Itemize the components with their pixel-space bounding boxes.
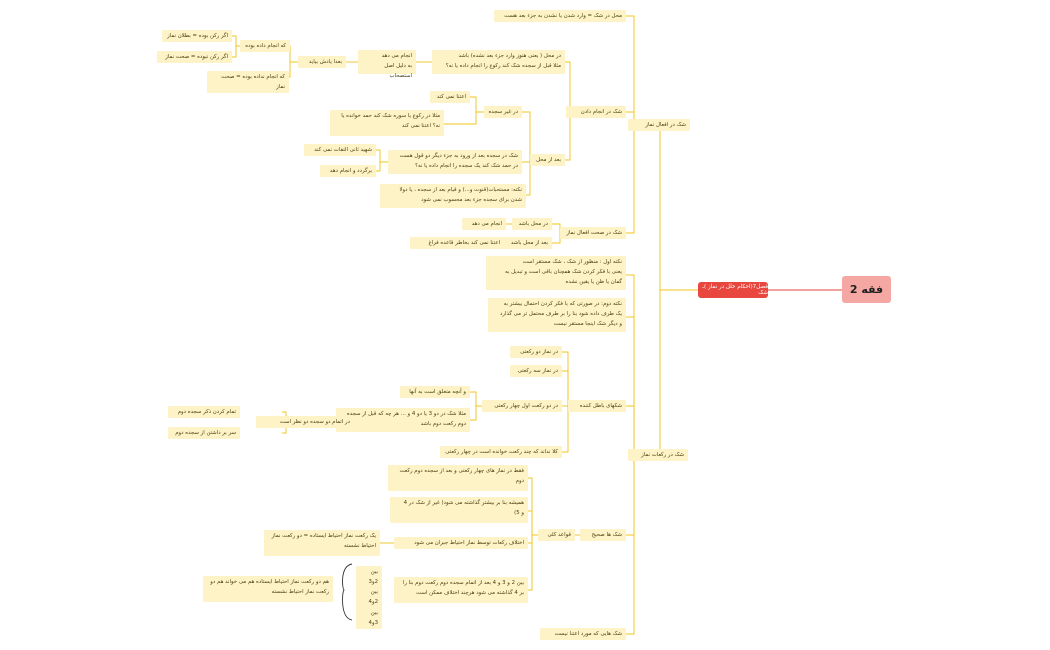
node-b2c3[interactable]: در دو رکعت اول چهار رکعتی: [482, 400, 562, 412]
node-b1c2[interactable]: بعد از محل باشد: [504, 237, 552, 249]
node-b1b1[interactable]: در محل ( یعنی هنوز وارد جزء بعد نشده) با…: [432, 50, 565, 74]
node-b2d1d[interactable]: بین 2 و 3 و 4 بعد از اتمام سجده دوم رکعت…: [394, 577, 528, 603]
node-b2d1c[interactable]: اختلاف رکعات توسط نماز احتیاط جبران می ش…: [394, 537, 528, 549]
node-b1b2b1[interactable]: شهید ثانی التفات نمی کند: [304, 144, 376, 156]
node-b2e[interactable]: شک هایی که مورد اعتنا نیست: [540, 628, 626, 640]
node-b2d1c1[interactable]: یک رکعت نماز احتیاط ایستاده = دو رکعت نم…: [264, 530, 380, 556]
node-b2c3b[interactable]: مثلا شک در دو 3 یا دو 4 و ... هر چه که ق…: [336, 408, 470, 432]
node-b2b[interactable]: نکته دوم: در صورتی که با فکر کردن احتمال…: [488, 298, 626, 332]
node-b2d1d2[interactable]: بین 2و4: [356, 586, 382, 608]
node-b1b2b[interactable]: شک در سجده بعد از ورود به جزء دیگر دو قو…: [388, 150, 522, 174]
node-b1b2a1[interactable]: اعتنا نمی کند: [430, 91, 470, 103]
node-b2d1d4[interactable]: هم دو رکعت نماز احتیاط ایستاده هم می خوا…: [203, 576, 333, 602]
node-b2d[interactable]: شک ها صحیح: [580, 529, 626, 541]
node-b1c1a[interactable]: انجام می دهد: [462, 218, 506, 230]
node-b1b2b2[interactable]: برگردد و انجام دهد: [320, 165, 376, 177]
node-b1b2[interactable]: بعد از محل: [530, 154, 565, 166]
node-b1b1a1[interactable]: بعدا یادش بیاید: [298, 56, 346, 68]
node-b2c2[interactable]: در نماز سه رکعتی: [510, 365, 562, 377]
node-b2d1d1[interactable]: بین 2و3: [356, 566, 382, 588]
node-b2d1a[interactable]: فقط در نماز های چهار رکعتی و بعد از سجده…: [388, 465, 528, 491]
node-b2d1d3[interactable]: بین 3و4: [356, 607, 382, 629]
root-node[interactable]: فقه 2: [842, 276, 891, 303]
node-b1[interactable]: شک در افعال نماز: [628, 119, 690, 131]
node-b2c3b1b[interactable]: سر بر داشتن از سجده دوم: [168, 427, 240, 439]
node-b2a[interactable]: نکته اول : منظور از شک ، شک مستقر است یع…: [486, 256, 626, 290]
node-b2c3b1a[interactable]: تمام کردن ذکر سجده دوم: [168, 406, 240, 418]
node-b2c[interactable]: شکهای باطل کننده: [568, 400, 626, 412]
node-b1b2a2[interactable]: مثلا در رکوع یا سوره شک کند حمد خوانده ی…: [330, 110, 444, 136]
node-b1b1a1a1[interactable]: اگر رکن بوده = بطلان نماز: [162, 30, 232, 42]
node-b2d1b[interactable]: همیشه بنا بر بیشتر گذاشته می شود( غیر از…: [390, 497, 528, 523]
node-b2c1[interactable]: در نماز دو رکعتی: [510, 346, 562, 358]
node-b2c4[interactable]: کلا نداند که چند رکعت خوانده است در چهار…: [440, 446, 562, 458]
node-b1c2a[interactable]: اعتنا نمی کند بخاطر قاعده فراغ: [410, 237, 504, 249]
node-b1b[interactable]: شک در انجام دادن: [566, 106, 626, 118]
main-topic-node[interactable]: فصل7(احکام خلل در نماز )ـ شک: [698, 282, 768, 298]
node-b1a[interactable]: محل در شک = وارد شدن یا نشدن به جزء بعد …: [494, 10, 626, 22]
node-b1c[interactable]: شک در صحت افعال نماز: [560, 227, 626, 239]
node-b1b1a1a2[interactable]: اگر رکن نبوده = صحت نماز: [157, 51, 232, 63]
node-b1b1a1b[interactable]: که انجام نداده بوده = صحت نماز: [207, 71, 289, 93]
node-b1b2a[interactable]: در غیر سجده: [484, 106, 522, 118]
node-b1c1[interactable]: در محل باشد: [512, 218, 552, 230]
node-b2c3a[interactable]: و آنچه متعلق است به آنها: [400, 386, 470, 398]
node-b1b2c[interactable]: نکته: مستحبات(قنوت و...) و قیام بعد از س…: [380, 184, 526, 208]
node-b2[interactable]: شک در رکعات نماز: [628, 449, 688, 461]
node-b2c3b1[interactable]: در اتمام دو سجده دو نظر است: [256, 416, 354, 428]
node-b1b1a1a[interactable]: که انجام داده بوده: [240, 40, 290, 52]
node-b2d1[interactable]: قواعد کلی: [538, 529, 575, 541]
node-b1b1a[interactable]: انجام می دهد به دلیل اصل استصحاب: [358, 50, 416, 79]
